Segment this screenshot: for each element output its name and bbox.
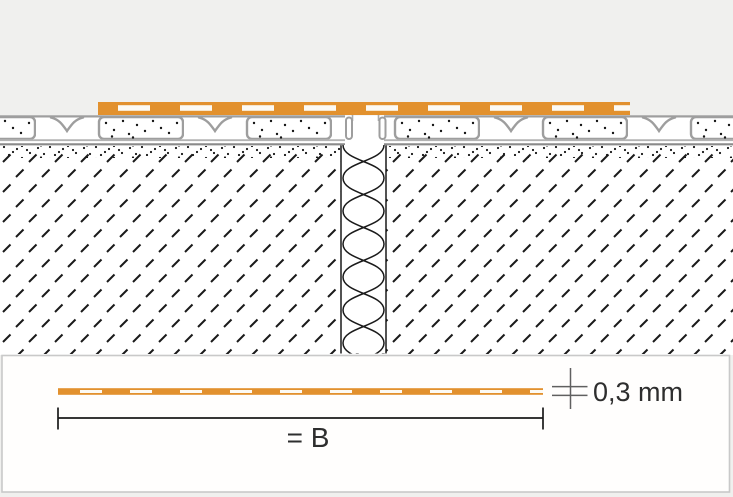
membrane-thickness-strip <box>58 388 543 395</box>
joint-sealant-hatch <box>341 145 386 354</box>
membrane-dashed-strip <box>98 102 630 115</box>
membrane-end-cap-left <box>345 116 353 140</box>
width-dimension-line <box>57 407 544 430</box>
detail-panel: 0,3 mm = B <box>1 354 731 493</box>
thickness-dimension-marker <box>552 368 588 409</box>
movement-joint <box>340 113 387 354</box>
upper-wall-background <box>0 0 733 116</box>
width-label: = B <box>287 422 330 453</box>
membrane-end-cap-right <box>378 116 387 140</box>
detail-panel-frame <box>1 354 731 493</box>
thickness-label: 0,3 mm <box>593 377 683 407</box>
